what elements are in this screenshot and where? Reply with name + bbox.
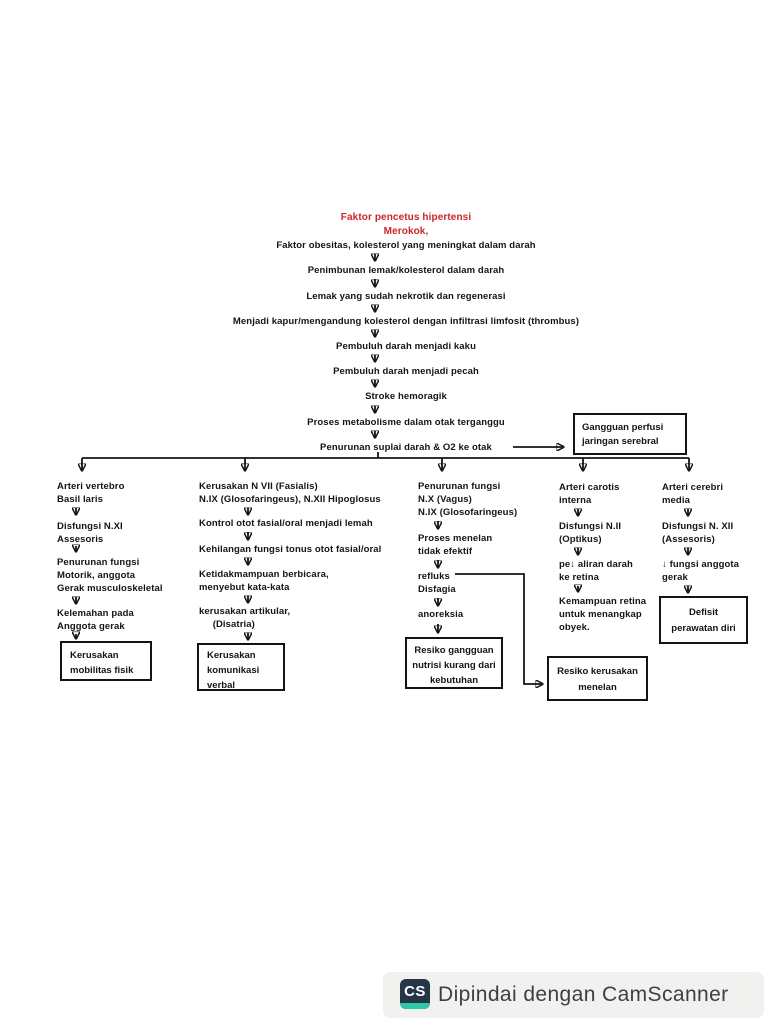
node-stroke-hemoragik: Stroke hemoragik: [365, 391, 447, 402]
outcome-box-mobilitas-fisik: Kerusakan mobilitas fisik: [60, 641, 152, 681]
camscanner-logo-text: CS: [404, 983, 426, 1000]
node-kontrol-otot: Kontrol otot fasial/oral menjadi lemah: [199, 518, 373, 529]
node-kelemahan-anggota: Kelemahan pada Anggota gerak: [57, 608, 134, 632]
node-penimbunan-lemak: Penimbunan lemak/kolesterol dalam darah: [307, 265, 505, 276]
node-aliran-darah-retina: pe↓ aliran darah ke retina: [559, 559, 633, 583]
outcome-box-resiko-menelan: Resiko kerusakan menelan: [547, 656, 648, 701]
node-anoreksia: anoreksia: [418, 609, 464, 620]
node-pembuluh-kaku: Pembuluh darah menjadi kaku: [336, 341, 476, 352]
node-faktor-obesitas: Faktor obesitas, kolesterol yang meningk…: [276, 240, 536, 251]
node-kerusakan-artikular: kerusakan artikular, (Disatria): [199, 606, 291, 630]
camscanner-watermark: CS Dipindai dengan CamScanner: [383, 972, 764, 1018]
node-proses-metabolisme: Proses metabolisme dalam otak terganggu: [307, 417, 505, 428]
node-arteri-cerebri: Arteri cerebri media: [662, 482, 724, 506]
node-kemampuan-retina: Kemampuan retina untuk menangkap obyek.: [559, 596, 647, 633]
camscanner-text: Dipindai dengan CamScanner: [438, 983, 729, 1006]
node-disfungsi-nxi: Disfungsi N.XI Assesoris: [57, 521, 123, 545]
outcome-box-gangguan-perfusi: Gangguan perfusi jaringan serebral: [573, 413, 687, 455]
node-arteri-vertebro: Arteri vertebro Basil laris: [57, 481, 125, 505]
node-penurunan-nx: Penurunan fungsi N.X (Vagus) N.IX (Gloso…: [418, 481, 518, 518]
node-ketidakmampuan-berbicara: Ketidakmampuan berbicara, menyebut kata-…: [199, 569, 329, 593]
node-disfungsi-nxii: Disfungsi N. XII (Assesoris): [662, 521, 734, 545]
node-menjadi-kapur: Menjadi kapur/mengandung kolesterol deng…: [232, 316, 580, 327]
node-pembuluh-pecah: Pembuluh darah menjadi pecah: [333, 366, 479, 377]
outcome-box-komunikasi-verbal: Kerusakan komunikasi verbal: [197, 643, 285, 691]
outcome-box-resiko-nutrisi: Resiko gangguan nutrisi kurang dari kebu…: [405, 637, 503, 689]
node-lemak-nekrotik: Lemak yang sudah nekrotik dan regenerasi: [306, 291, 506, 302]
node-proses-menelan: Proses menelan tidak efektif: [418, 533, 493, 557]
title-line2: Merokok,: [383, 226, 429, 237]
node-penurunan-motorik: Penurunan fungsi Motorik, anggota Gerak …: [57, 557, 163, 594]
node-fungsi-anggota-gerak: ↓ fungsi anggota gerak: [662, 559, 740, 583]
node-penurunan-suplai: Penurunan suplai darah & O2 ke otak: [320, 442, 492, 453]
camscanner-logo-accent: [400, 1003, 430, 1009]
node-kerusakan-nvii: Kerusakan N VII (Fasialis) N.IX (Glosofa…: [199, 481, 381, 505]
node-refluks-disfagia: refluks Disfagia: [418, 571, 456, 595]
camscanner-logo: CS: [400, 979, 430, 1009]
outcome-box-defisit-perawatan: Defisit perawatan diri: [659, 596, 748, 644]
node-arteri-carotis: Arteri carotis interna: [559, 482, 620, 506]
node-kehilangan-tonus: Kehilangan fungsi tonus otot fasial/oral: [199, 544, 382, 555]
title-line1: Faktor pencetus hipertensi: [340, 212, 472, 223]
node-disfungsi-nii: Disfungsi N.II (Optikus): [559, 521, 622, 545]
